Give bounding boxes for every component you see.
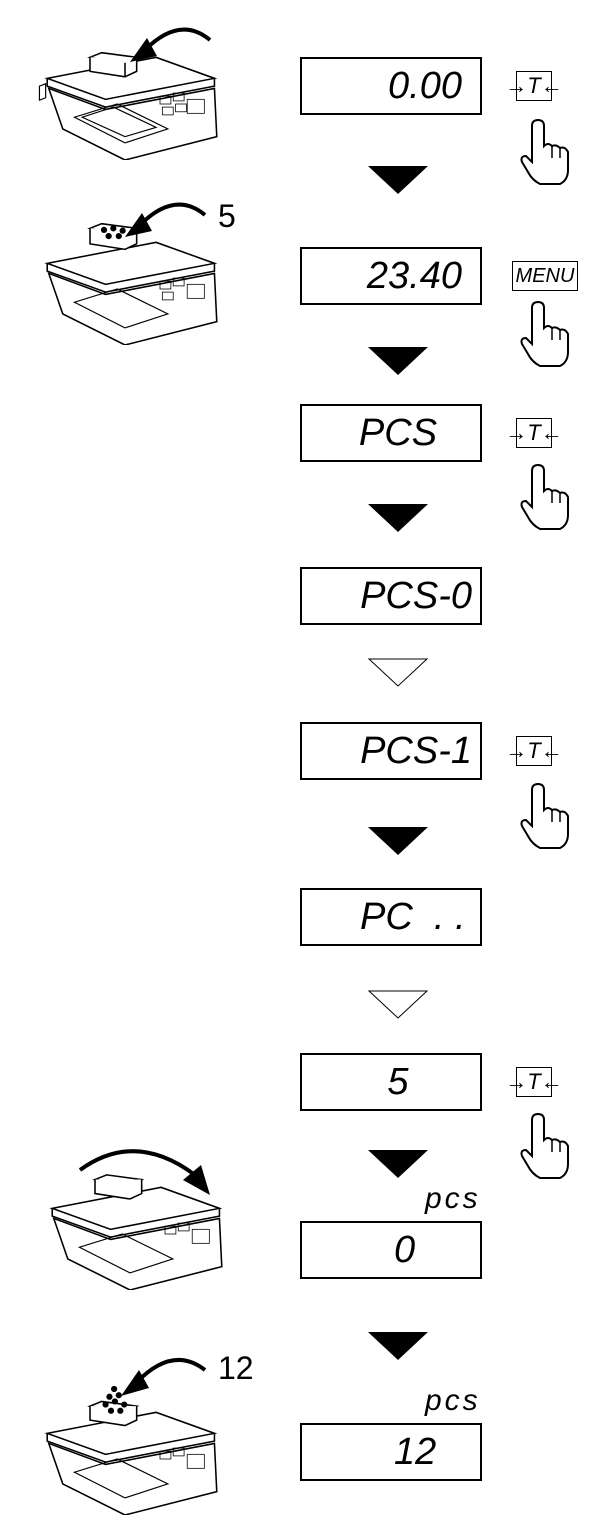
sample-count-label: 5 xyxy=(218,198,236,234)
hand-press-icon xyxy=(520,463,569,530)
scale-with-load-icon xyxy=(44,1385,218,1515)
solid-down-arrow-icon xyxy=(368,504,428,532)
curved-arrow-icon xyxy=(130,27,212,62)
display-text: 5 xyxy=(387,1061,409,1103)
tare-key[interactable]: →T← xyxy=(505,418,563,448)
curved-arrow-icon xyxy=(121,1357,207,1396)
solid-down-arrow-icon xyxy=(368,347,428,375)
scale-with-sample-icon xyxy=(44,222,218,345)
hand-press-icon xyxy=(520,300,569,367)
hand-press-icon xyxy=(520,1112,569,1179)
display-pcs: PCS xyxy=(300,404,482,462)
unit-label: pcs xyxy=(425,1384,481,1417)
outline-down-arrow-icon xyxy=(368,990,428,1019)
display-text: PCS-0 xyxy=(360,575,472,617)
display-count-zero: 0 xyxy=(300,1221,482,1279)
display-text: PC . . xyxy=(360,896,466,938)
display-text: 0 xyxy=(394,1229,416,1271)
display-text: PCS-1 xyxy=(360,730,472,772)
display-zero: 0.00 xyxy=(300,57,482,115)
load-count-label: 12 xyxy=(218,1350,254,1386)
display-pcs-1: PCS-1 xyxy=(300,722,482,780)
hand-press-icon xyxy=(520,118,569,185)
display-sample-weight: 23.40 xyxy=(300,247,482,305)
hand-press-icon xyxy=(520,782,569,849)
tare-key[interactable]: →T← xyxy=(505,736,563,766)
display-text: PCS xyxy=(358,412,438,454)
display-pcs-0: PCS-0 xyxy=(300,567,482,625)
display-count-result: 12 xyxy=(300,1423,482,1481)
solid-down-arrow-icon xyxy=(368,827,428,855)
tare-key[interactable]: →T← xyxy=(505,71,563,101)
solid-down-arrow-icon xyxy=(368,1150,428,1178)
outline-down-arrow-icon xyxy=(368,658,428,687)
unit-label: pcs xyxy=(425,1182,481,1215)
display-pc-dots: PC . . xyxy=(300,888,482,946)
scale-with-empty-container-icon xyxy=(49,1174,223,1290)
solid-down-arrow-icon xyxy=(368,166,428,194)
display-text: 0.00 xyxy=(388,65,462,107)
display-text: 23.40 xyxy=(366,255,462,297)
solid-down-arrow-icon xyxy=(368,1332,428,1360)
menu-key[interactable]: MENU xyxy=(512,261,578,291)
tare-key[interactable]: →T← xyxy=(505,1067,563,1097)
scale-with-empty-container-icon xyxy=(38,51,218,160)
curved-arrow-icon xyxy=(125,202,207,237)
display-text: 12 xyxy=(394,1431,437,1473)
curved-arrow-icon xyxy=(78,1149,210,1195)
display-sample-quantity: 5 xyxy=(300,1053,482,1111)
